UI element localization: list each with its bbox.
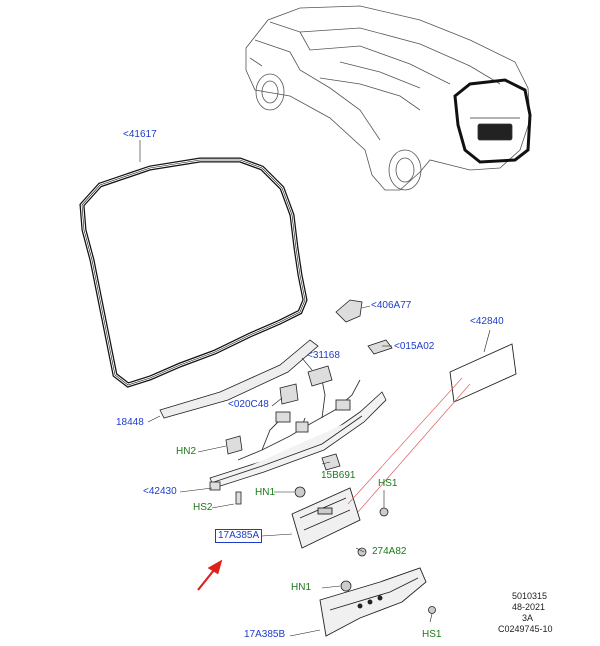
label-274a82: 274A82 [372,546,407,557]
label-41617: <41617 [123,129,157,140]
label-hn1-upper: HN1 [255,487,276,498]
label-406a77: <406A77 [371,300,412,311]
label-18448: 18448 [116,417,144,428]
reference-line-3: 3A [522,613,534,623]
fasteners [294,486,436,614]
label-hn2: HN2 [176,446,197,457]
wiring-harness [237,379,361,461]
small-components [209,299,393,505]
license-plate-bracket-a [291,487,361,549]
highlight-leaders [347,377,471,513]
tailgate-garnish-bar [209,391,387,489]
vehicle-rear-detail [470,117,520,141]
lower-seal-strip [159,339,319,419]
label-17a385b: 17A385B [244,629,286,640]
label-020c48: <020C48 [228,399,269,410]
reference-line-1: 5010315 [512,591,548,601]
reference-code-block: 5010315 48-2021 3A C0249745-10 [498,591,553,635]
vehicle-illustration [245,5,531,191]
label-hs1-lower: HS1 [422,629,442,640]
label-42840: <42840 [470,316,504,327]
label-hs1-upper: HS1 [378,478,398,489]
leader-lines [139,140,491,637]
label-17a385a: 17A385A [215,529,263,543]
label-15b691: 15B691 [321,470,356,481]
license-plate-bracket-b [319,567,427,637]
label-42430: <42430 [143,486,177,497]
reference-line-2: 48-2021 [512,602,546,612]
label-015a02: <015A02 [394,341,435,352]
vehicle-tailgate-outline [453,78,532,164]
rear-panel-plate [449,343,517,403]
reference-line-4: C0249745-10 [498,624,553,634]
highlight-arrow [197,559,223,591]
tailgate-weatherstrip-seal [79,157,308,388]
label-hn1-lower: HN1 [291,582,312,593]
label-hs2: HS2 [193,502,213,513]
label-31168: <31168 [307,350,340,361]
